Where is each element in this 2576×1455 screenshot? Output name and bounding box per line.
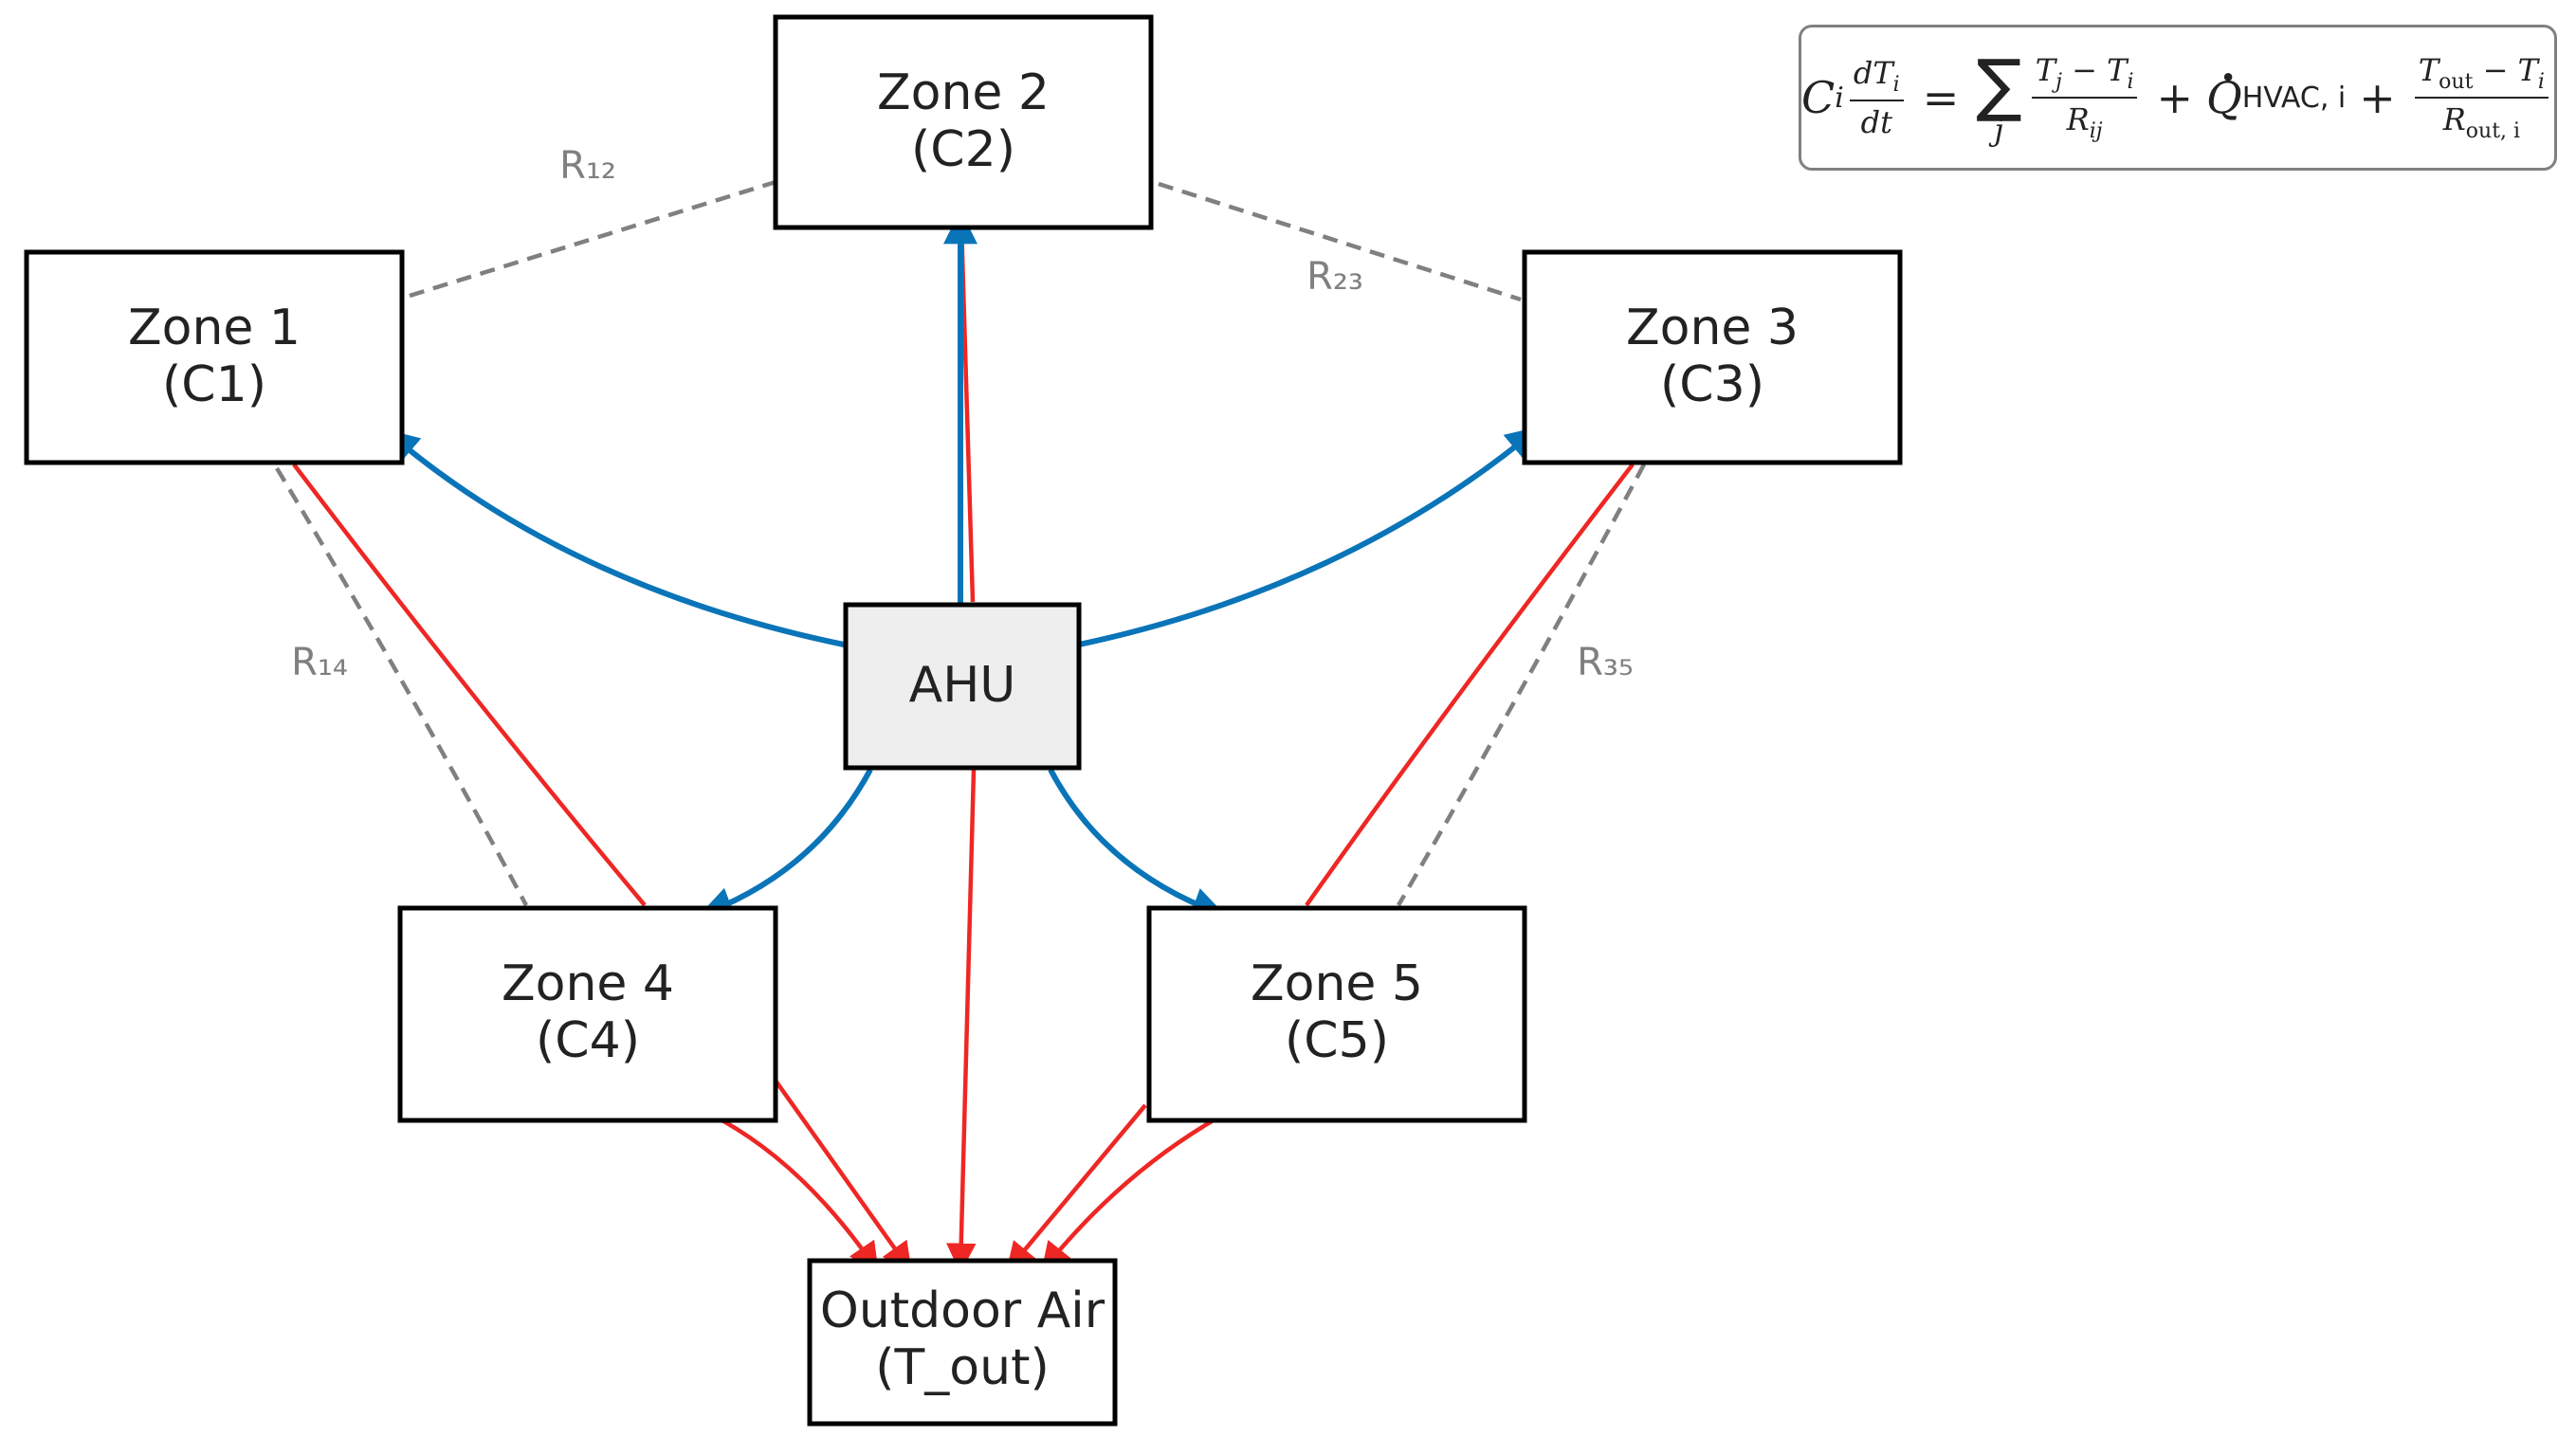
ahu-title: AHU — [909, 657, 1016, 714]
zone-3-capacitance: (C3) — [1660, 356, 1764, 413]
return-zone3-ahu — [1305, 463, 1635, 907]
eq-equals: = — [1922, 72, 1960, 123]
eq-sum: ∑ j — [1976, 45, 2022, 148]
eq-plus-1: + — [2156, 72, 2194, 123]
eq-lhs-var: C — [1801, 72, 1836, 123]
zone-2-title: Zone 2 — [877, 64, 1050, 121]
zone-5-title: Zone 5 — [1251, 955, 1423, 1012]
loss-zone4-outdoor-b — [774, 1079, 912, 1273]
label-r23: R₂₃ — [1306, 255, 1363, 299]
supply-ahu-zone4 — [698, 768, 873, 920]
zone-3-title: Zone 3 — [1626, 300, 1799, 356]
loss-zone5-outdoor-a — [1005, 1103, 1147, 1273]
coupling-line-r14 — [275, 466, 528, 907]
zone-5-capacitance: (C5) — [1285, 1012, 1389, 1069]
coupling-line-r23 — [1158, 181, 1522, 302]
eq-q-dot: Q — [2206, 40, 2242, 123]
supply-ahu-zone3 — [1078, 426, 1541, 647]
zone-4-title: Zone 4 — [502, 955, 674, 1012]
eq-outdoor-term: Tout − Ti Rout, i — [2414, 52, 2549, 143]
eq-derivative: dTi dt — [1849, 55, 1904, 140]
eq-q-sub: HVAC, i — [2241, 81, 2347, 115]
loss-ahu-outdoor — [946, 769, 977, 1274]
zone-1-title: Zone 1 — [128, 300, 301, 356]
coupling-line-r35 — [1397, 463, 1646, 907]
eq-coupling-term: Tj − Ti Rij — [2031, 52, 2138, 143]
outdoor-air-title: Outdoor Air — [820, 1282, 1105, 1339]
label-r12: R₁₂ — [559, 144, 616, 188]
zone-1-capacitance: (C1) — [162, 356, 266, 413]
loss-zone4-outdoor-a — [717, 1117, 879, 1273]
ahu-node: AHU — [843, 602, 1082, 771]
zone-3-node: Zone 3 (C3) — [1522, 249, 1903, 465]
outdoor-air-temperature: (T_out) — [875, 1339, 1050, 1396]
label-r14: R₁₄ — [291, 641, 348, 684]
eq-lhs-sub: i — [1835, 81, 1844, 115]
loss-zone5-outdoor-b — [1041, 1117, 1218, 1273]
supply-ahu-zone1 — [384, 428, 845, 647]
eq-plus-2: + — [2359, 72, 2396, 123]
zone-1-node: Zone 1 (C1) — [24, 249, 405, 465]
coupling-line-r12 — [409, 179, 776, 299]
zone-2-capacitance: (C2) — [911, 121, 1015, 178]
zone-4-node: Zone 4 (C4) — [397, 905, 778, 1123]
zone-4-capacitance: (C4) — [536, 1012, 640, 1069]
supply-ahu-zone5 — [1048, 768, 1227, 920]
return-zone1-ahu — [292, 463, 647, 907]
zone-2-node: Zone 2 (C2) — [773, 14, 1154, 230]
outdoor-air-node: Outdoor Air (T_out) — [807, 1258, 1118, 1427]
label-r35: R₃₅ — [1577, 641, 1634, 684]
zone-5-node: Zone 5 (C5) — [1146, 905, 1527, 1123]
